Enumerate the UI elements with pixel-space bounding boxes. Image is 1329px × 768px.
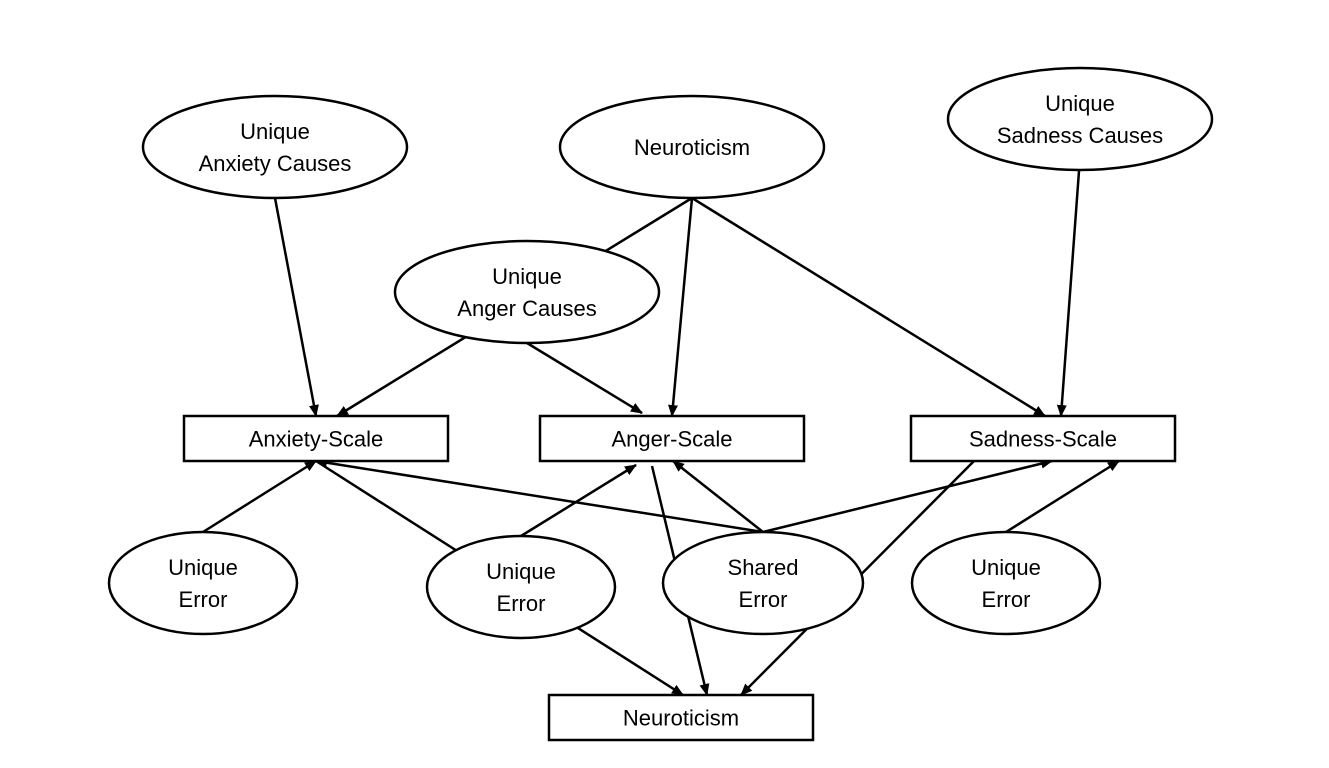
arrow-unique-sadness-causes-to-sadness-scale (1056, 170, 1081, 417)
node-label: Error (179, 587, 228, 612)
arrow-unique-anxiety-causes-to-anxiety-scale (273, 197, 319, 417)
node-label: Error (982, 587, 1031, 612)
latent-ellipse (910, 530, 1102, 636)
observed-box (538, 414, 806, 463)
node-label: Unique (168, 555, 238, 580)
node-anger-scale: Anger-Scale (538, 414, 806, 463)
latent-ellipse (661, 530, 865, 636)
arrow-neuroticism-latent-to-anger-scale (668, 197, 694, 417)
node-label: Anger Causes (457, 296, 596, 321)
latent-ellipse (946, 66, 1214, 172)
observed-box (182, 414, 450, 463)
node-label: Unique (971, 555, 1041, 580)
arrow-shared-error-to-sadness-scale (762, 458, 1053, 534)
node-label: Neuroticism (623, 706, 739, 731)
node-neuroticism-observed: Neuroticism (547, 693, 815, 742)
node-anxiety-scale: Anxiety-Scale (182, 414, 450, 463)
observed-box (547, 693, 815, 742)
arrow-shared-error-to-anger-scale (672, 460, 764, 533)
node-label: Sadness-Scale (969, 427, 1117, 452)
latent-ellipse (107, 530, 299, 636)
arrow-unique-error-1-to-anxiety-scale (202, 459, 317, 534)
latent-ellipse (558, 94, 826, 200)
node-label: Anger-Scale (611, 427, 732, 452)
node-label: Error (497, 591, 546, 616)
node-neuroticism-latent: Neuroticism (558, 94, 826, 200)
arrow-unique-error-2-to-anger-scale (520, 463, 637, 538)
observed-box (909, 414, 1177, 463)
node-label: Sadness Causes (997, 123, 1163, 148)
node-label: Unique (492, 264, 562, 289)
node-label: Unique (1045, 91, 1115, 116)
node-label: Anxiety Causes (199, 151, 352, 176)
latent-ellipse (425, 534, 617, 640)
node-label: Unique (486, 559, 556, 584)
node-label: Unique (240, 119, 310, 144)
node-sadness-scale: Sadness-Scale (909, 414, 1177, 463)
arrow-shared-error-to-anxiety-scale (315, 457, 764, 534)
node-label: Anxiety-Scale (249, 427, 384, 452)
node-label: Shared (728, 555, 799, 580)
node-label: Neuroticism (634, 135, 750, 160)
arrow-neuroticism-latent-to-sadness-scale (691, 196, 1046, 418)
arrow-unique-anger-causes-to-anger-scale (526, 341, 643, 415)
node-label: Error (739, 587, 788, 612)
latent-ellipse (393, 239, 661, 345)
arrow-unique-error-3-to-sadness-scale (1005, 459, 1120, 534)
latent-ellipse (141, 94, 409, 200)
